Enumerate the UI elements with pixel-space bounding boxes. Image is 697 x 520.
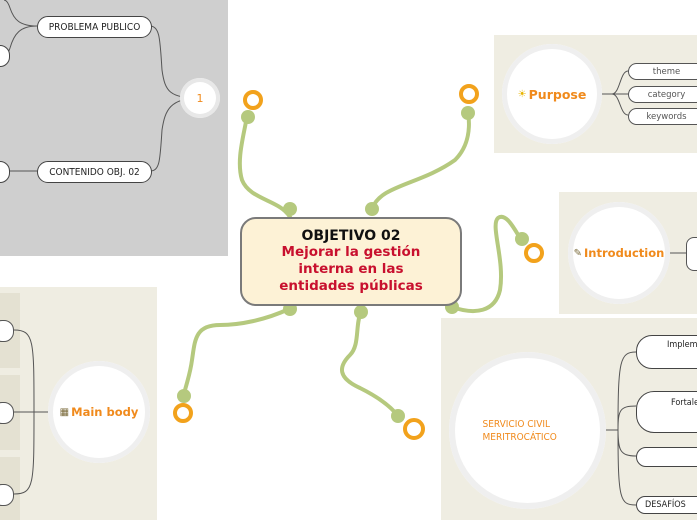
document-icon: ▦: [59, 406, 70, 418]
pill-problema-publico[interactable]: PROBLEMA PUBLICO: [37, 16, 152, 38]
gray-connector: [149, 97, 201, 172]
gray-connector: [3, 0, 38, 27]
servicio-pill-desafios[interactable]: DESAFÍOS: [636, 496, 697, 514]
branch-dot: [391, 409, 405, 423]
branch-dot: [354, 305, 368, 319]
ring-top-right[interactable]: [459, 84, 479, 104]
tag-category[interactable]: category: [628, 86, 697, 103]
servicio-pill-fortalec[interactable]: Fortalec: [636, 391, 697, 433]
branch-dot: [461, 106, 475, 120]
central-title: OBJETIVO 02: [301, 228, 401, 244]
branch-right: [450, 214, 522, 314]
main-body-child-node[interactable]: [0, 484, 14, 506]
main-body-child-node[interactable]: [0, 402, 14, 424]
servicio-connector: [617, 429, 637, 457]
branch-top-left: [237, 114, 292, 219]
servicio-pill-text: DESAFÍOS: [645, 500, 686, 510]
tag-theme[interactable]: theme: [628, 63, 697, 80]
ring-bottom-left[interactable]: [173, 403, 193, 423]
introduction-label: Introduction: [584, 246, 665, 260]
main-body-connector: [13, 411, 35, 495]
memo-icon: ✎: [573, 247, 583, 259]
main-body-circle[interactable]: ▦ Main body: [48, 361, 150, 463]
gray-connector: [149, 25, 201, 99]
servicio-pill-empty[interactable]: [636, 447, 697, 467]
introduction-circle[interactable]: ✎ Introduction: [568, 202, 670, 304]
branch-bottom-left: [182, 307, 291, 396]
purpose-circle[interactable]: ☀ Purpose: [502, 44, 602, 144]
introduction-child-node[interactable]: [686, 237, 697, 271]
servicio-pill-impleme[interactable]: Impleme: [636, 335, 697, 369]
central-topic[interactable]: OBJETIVO 02 Mejorar la gestión interna e…: [240, 217, 462, 306]
purpose-label: Purpose: [528, 86, 587, 102]
branch-dot: [241, 110, 255, 124]
pill-contenido-obj[interactable]: CONTENIDO OBJ. 02: [37, 161, 152, 183]
servicio-connector: [617, 351, 637, 431]
branch-dot: [515, 232, 529, 246]
main-body-child-node[interactable]: [0, 320, 14, 342]
node-number: 1: [196, 91, 204, 105]
branch-dot: [365, 202, 379, 216]
ring-right[interactable]: [524, 243, 544, 263]
servicio-connector: [617, 405, 637, 431]
tag-keywords[interactable]: keywords: [628, 108, 697, 125]
main-body-connector: [13, 329, 35, 413]
servicio-circle[interactable]: SERVICIO CIVIL MERITROCÁTICO: [449, 352, 606, 509]
main-body-label: Main body: [71, 405, 139, 419]
ring-top-left[interactable]: [243, 90, 263, 110]
lightbulb-icon: ☀: [517, 88, 527, 100]
branch-bottom: [340, 310, 400, 418]
branch-dot: [283, 202, 297, 216]
servicio-connector: [617, 429, 637, 506]
purpose-connector: [611, 93, 629, 116]
servicio-pill-text: Fortalec: [671, 398, 697, 408]
ring-bottom[interactable]: [403, 418, 425, 440]
branch-dot: [177, 389, 191, 403]
left-gray-panel: [0, 0, 228, 256]
servicio-pill-text: Impleme: [667, 340, 697, 350]
branch-top-right: [370, 110, 471, 211]
central-subtitle: Mejorar la gestión interna en las entida…: [279, 244, 423, 294]
node-number-circle[interactable]: 1: [180, 78, 220, 118]
servicio-label: SERVICIO CIVIL MERITROCÁTICO: [482, 418, 557, 443]
